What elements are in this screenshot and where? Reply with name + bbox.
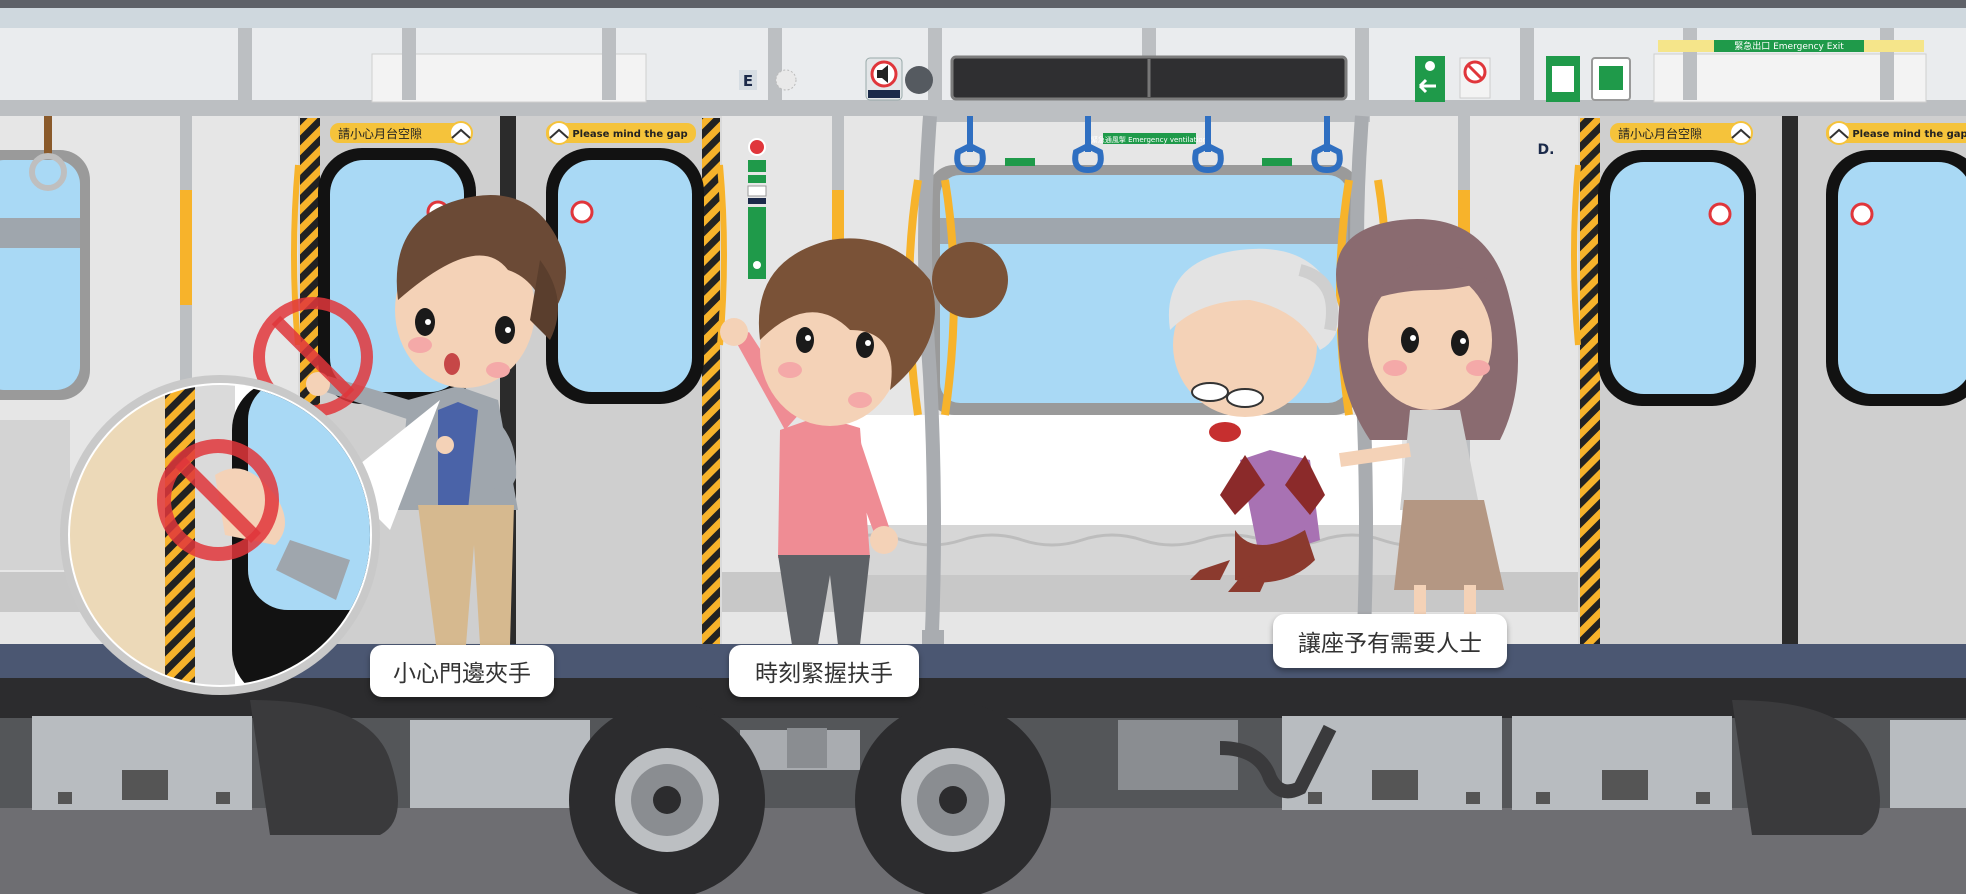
emergency-exit-sign: [1546, 56, 1631, 102]
emergency-ventilation-label: 緊急通風掣 Emergency ventilation: [1091, 133, 1207, 144]
car-letter-left: E: [743, 72, 753, 90]
emergency-panel: [747, 138, 767, 279]
ceiling: [0, 0, 1966, 118]
blue-hand-straps: [954, 116, 1343, 174]
svg-text:請小心月台空隙: 請小心月台空隙: [1618, 126, 1702, 141]
emergency-exit-arrow-icon: [1415, 56, 1445, 102]
grandmother-character: [1168, 248, 1340, 592]
seat-left: [0, 420, 70, 570]
mind-gap-sign-chinese: 請小心月台空隙: [330, 121, 473, 145]
emergency-exit-strip: 緊急出口 Emergency Exit: [1658, 40, 1924, 52]
svg-text:請小心月台空隙: 請小心月台空隙: [338, 126, 422, 141]
hanging-strap: [44, 116, 52, 156]
overhead-rail: [930, 116, 1370, 122]
svg-text:緊急通風掣 Emergency ventilation: 緊急通風掣 Emergency ventilation: [1091, 135, 1207, 144]
svg-text:緊急出口 Emergency Exit: 緊急出口 Emergency Exit: [1734, 40, 1844, 52]
mind-gap-sign-english: Please mind the gap: [546, 121, 696, 145]
svg-text:Please mind the gap: Please mind the gap: [1852, 129, 1966, 140]
train-wheels: [569, 702, 1051, 894]
no-smoking-icon: [1459, 57, 1491, 99]
ceiling-vent-icon: [775, 69, 797, 91]
car-letter-box: [739, 70, 757, 90]
mind-gap-sign-english: Please mind the gap: [1826, 121, 1966, 145]
girl-character: [720, 238, 1008, 645]
window-left: [0, 150, 90, 400]
door-right: [1571, 116, 1966, 646]
passenger-info-display: [950, 55, 1348, 101]
caption-handrail: 時刻緊握扶手: [729, 645, 919, 697]
mind-gap-sign-chinese: 請小心月台空隙: [1610, 121, 1753, 145]
strap-ring: [29, 153, 67, 191]
ceiling-light-icon: [905, 66, 933, 94]
caption-doors: 小心門邊夾手: [370, 645, 554, 697]
car-letter-right: D.: [1538, 142, 1555, 158]
svg-text:Please mind the gap: Please mind the gap: [572, 129, 687, 140]
speaker-icon: [865, 57, 903, 101]
caption-seat: 讓座予有需要人士: [1273, 614, 1507, 668]
